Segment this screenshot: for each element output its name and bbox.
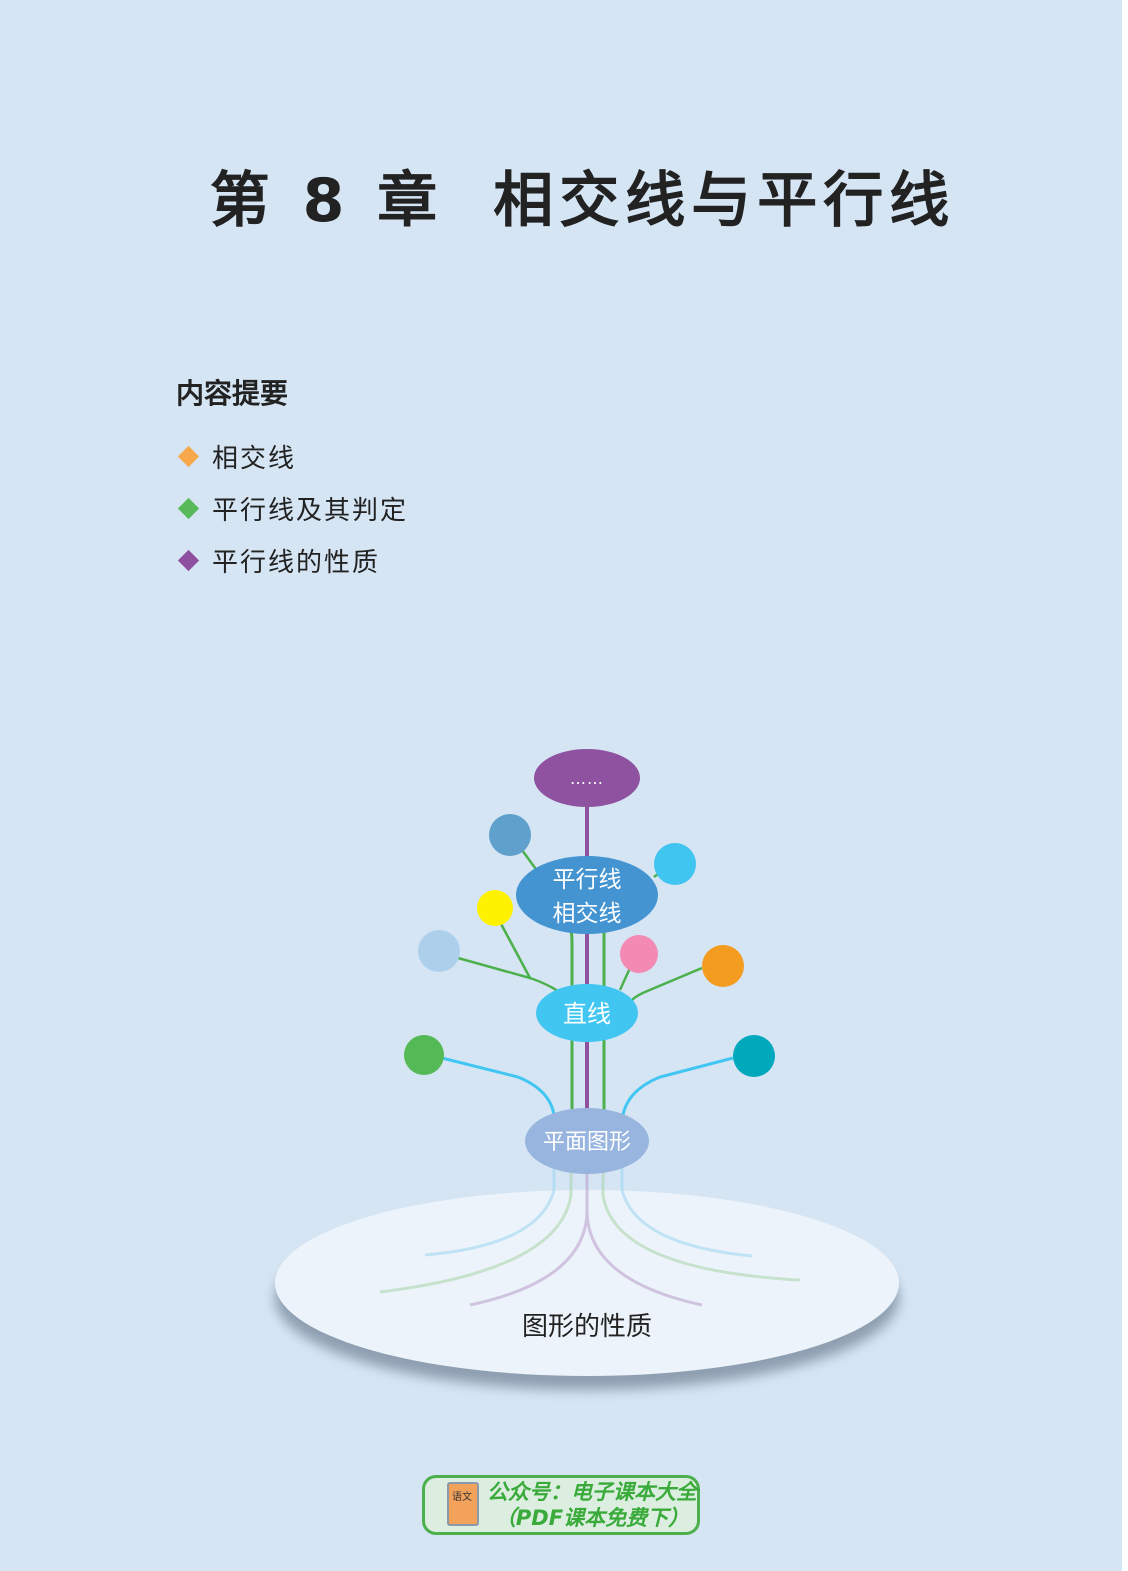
node-dot xyxy=(702,945,744,987)
node-top xyxy=(534,749,640,807)
node-line xyxy=(536,984,638,1042)
summary-item: 相交线 xyxy=(176,430,408,482)
node-top-label: …… xyxy=(570,769,604,788)
node-dot xyxy=(654,843,696,885)
watermark-badge: 语文 公众号：电子课本大全（PDF课本免费下） xyxy=(422,1475,700,1535)
content-summary: 内容提要 相交线 平行线及其判定 平行线的性质 xyxy=(176,372,408,586)
chapter-title: 第 8 章相交线与平行线 xyxy=(0,152,1128,239)
tree-roots xyxy=(379,1165,801,1307)
summary-item-label: 平行线的性质 xyxy=(212,547,381,578)
node-line-label: 直线 xyxy=(563,1000,611,1028)
base-label: 图形的性质 xyxy=(522,1312,652,1342)
book-logo-icon: 语文 xyxy=(443,1482,479,1528)
node-dot xyxy=(620,935,658,973)
node-dot xyxy=(418,930,460,972)
summary-item-label: 平行线及其判定 xyxy=(212,495,409,526)
summary-item: 平行线及其判定 xyxy=(176,482,408,534)
node-parallel-intersect xyxy=(516,856,658,934)
summary-heading: 内容提要 xyxy=(176,377,289,410)
node-dot xyxy=(477,890,513,926)
node-dot xyxy=(404,1035,444,1075)
node-intersect-label: 相交线 xyxy=(553,901,622,927)
watermark-line1: 公众号：电子课本大全 xyxy=(487,1480,697,1504)
node-plane-label: 平面图形 xyxy=(543,1130,631,1155)
base-platform xyxy=(275,1190,899,1376)
watermark-line2: （PDF课本免费下） xyxy=(494,1506,690,1530)
summary-item-label: 相交线 xyxy=(212,443,297,474)
chapter-name: 相交线与平行线 xyxy=(493,166,956,236)
node-parallel-label: 平行线 xyxy=(553,867,622,893)
page-edge xyxy=(1122,0,1128,1571)
summary-item: 平行线的性质 xyxy=(176,534,408,586)
node-dot xyxy=(733,1035,775,1077)
node-plane xyxy=(525,1108,649,1174)
node-dot xyxy=(489,814,531,856)
chapter-number: 第 8 章 xyxy=(209,166,444,236)
